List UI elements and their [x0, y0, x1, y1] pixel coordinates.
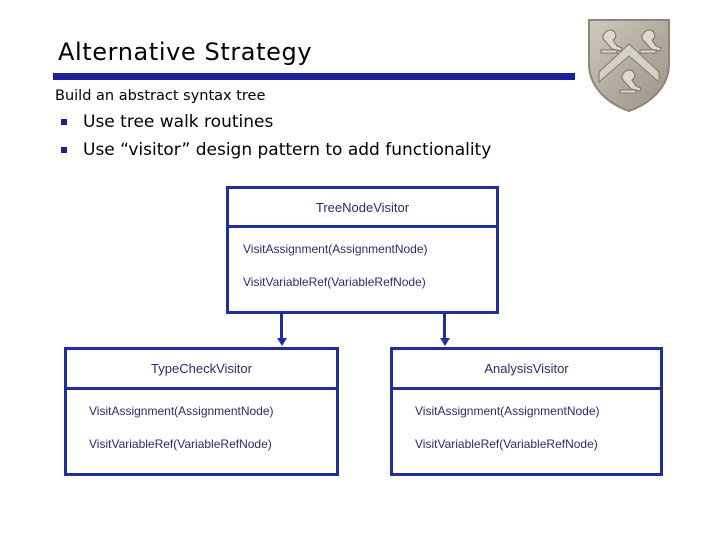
uml-class-name: AnalysisVisitor — [393, 350, 660, 390]
connector-line — [280, 314, 283, 340]
bullet-label: Use tree walk routines — [83, 112, 274, 132]
uml-method-list: VisitAssignment(AssignmentNode) VisitVar… — [229, 228, 496, 314]
uml-class-name: TypeCheckVisitor — [67, 350, 336, 390]
list-item: Use “visitor” design pattern to add func… — [55, 138, 675, 163]
connector-line — [443, 314, 446, 340]
uml-method: VisitAssignment(AssignmentNode) — [89, 404, 274, 418]
uml-class-box-typecheckvisitor: TypeCheckVisitor VisitAssignment(Assignm… — [64, 347, 339, 476]
uml-method: VisitVariableRef(VariableRefNode) — [243, 275, 426, 289]
bullet-list: Use tree walk routines Use “visitor” des… — [55, 110, 675, 165]
uml-method: VisitVariableRef(VariableRefNode) — [89, 437, 272, 451]
uml-class-name: TreeNodeVisitor — [229, 189, 496, 228]
bullet-label: Use “visitor” design pattern to add func… — [83, 139, 492, 160]
uml-method-list: VisitAssignment(AssignmentNode) VisitVar… — [393, 390, 660, 476]
list-item: Use tree walk routines — [55, 110, 675, 135]
uml-method-list: VisitAssignment(AssignmentNode) VisitVar… — [67, 390, 336, 476]
arrowhead-down-icon — [277, 338, 287, 346]
bullet-square-icon — [61, 119, 67, 125]
bullet-square-icon — [61, 146, 67, 153]
uml-method: VisitVariableRef(VariableRefNode) — [415, 437, 598, 451]
arrowhead-down-icon — [440, 338, 450, 346]
lead-statement: Build an abstract syntax tree — [55, 88, 266, 104]
title-underline-rule — [53, 73, 575, 80]
university-crest-icon — [583, 16, 675, 114]
uml-class-box-analysisvisitor: AnalysisVisitor VisitAssignment(Assignme… — [390, 347, 663, 476]
uml-class-box-root: TreeNodeVisitor VisitAssignment(Assignme… — [226, 186, 499, 314]
uml-method: VisitAssignment(AssignmentNode) — [415, 404, 600, 418]
uml-method: VisitAssignment(AssignmentNode) — [243, 242, 428, 256]
page-title: Alternative Strategy — [58, 38, 313, 66]
